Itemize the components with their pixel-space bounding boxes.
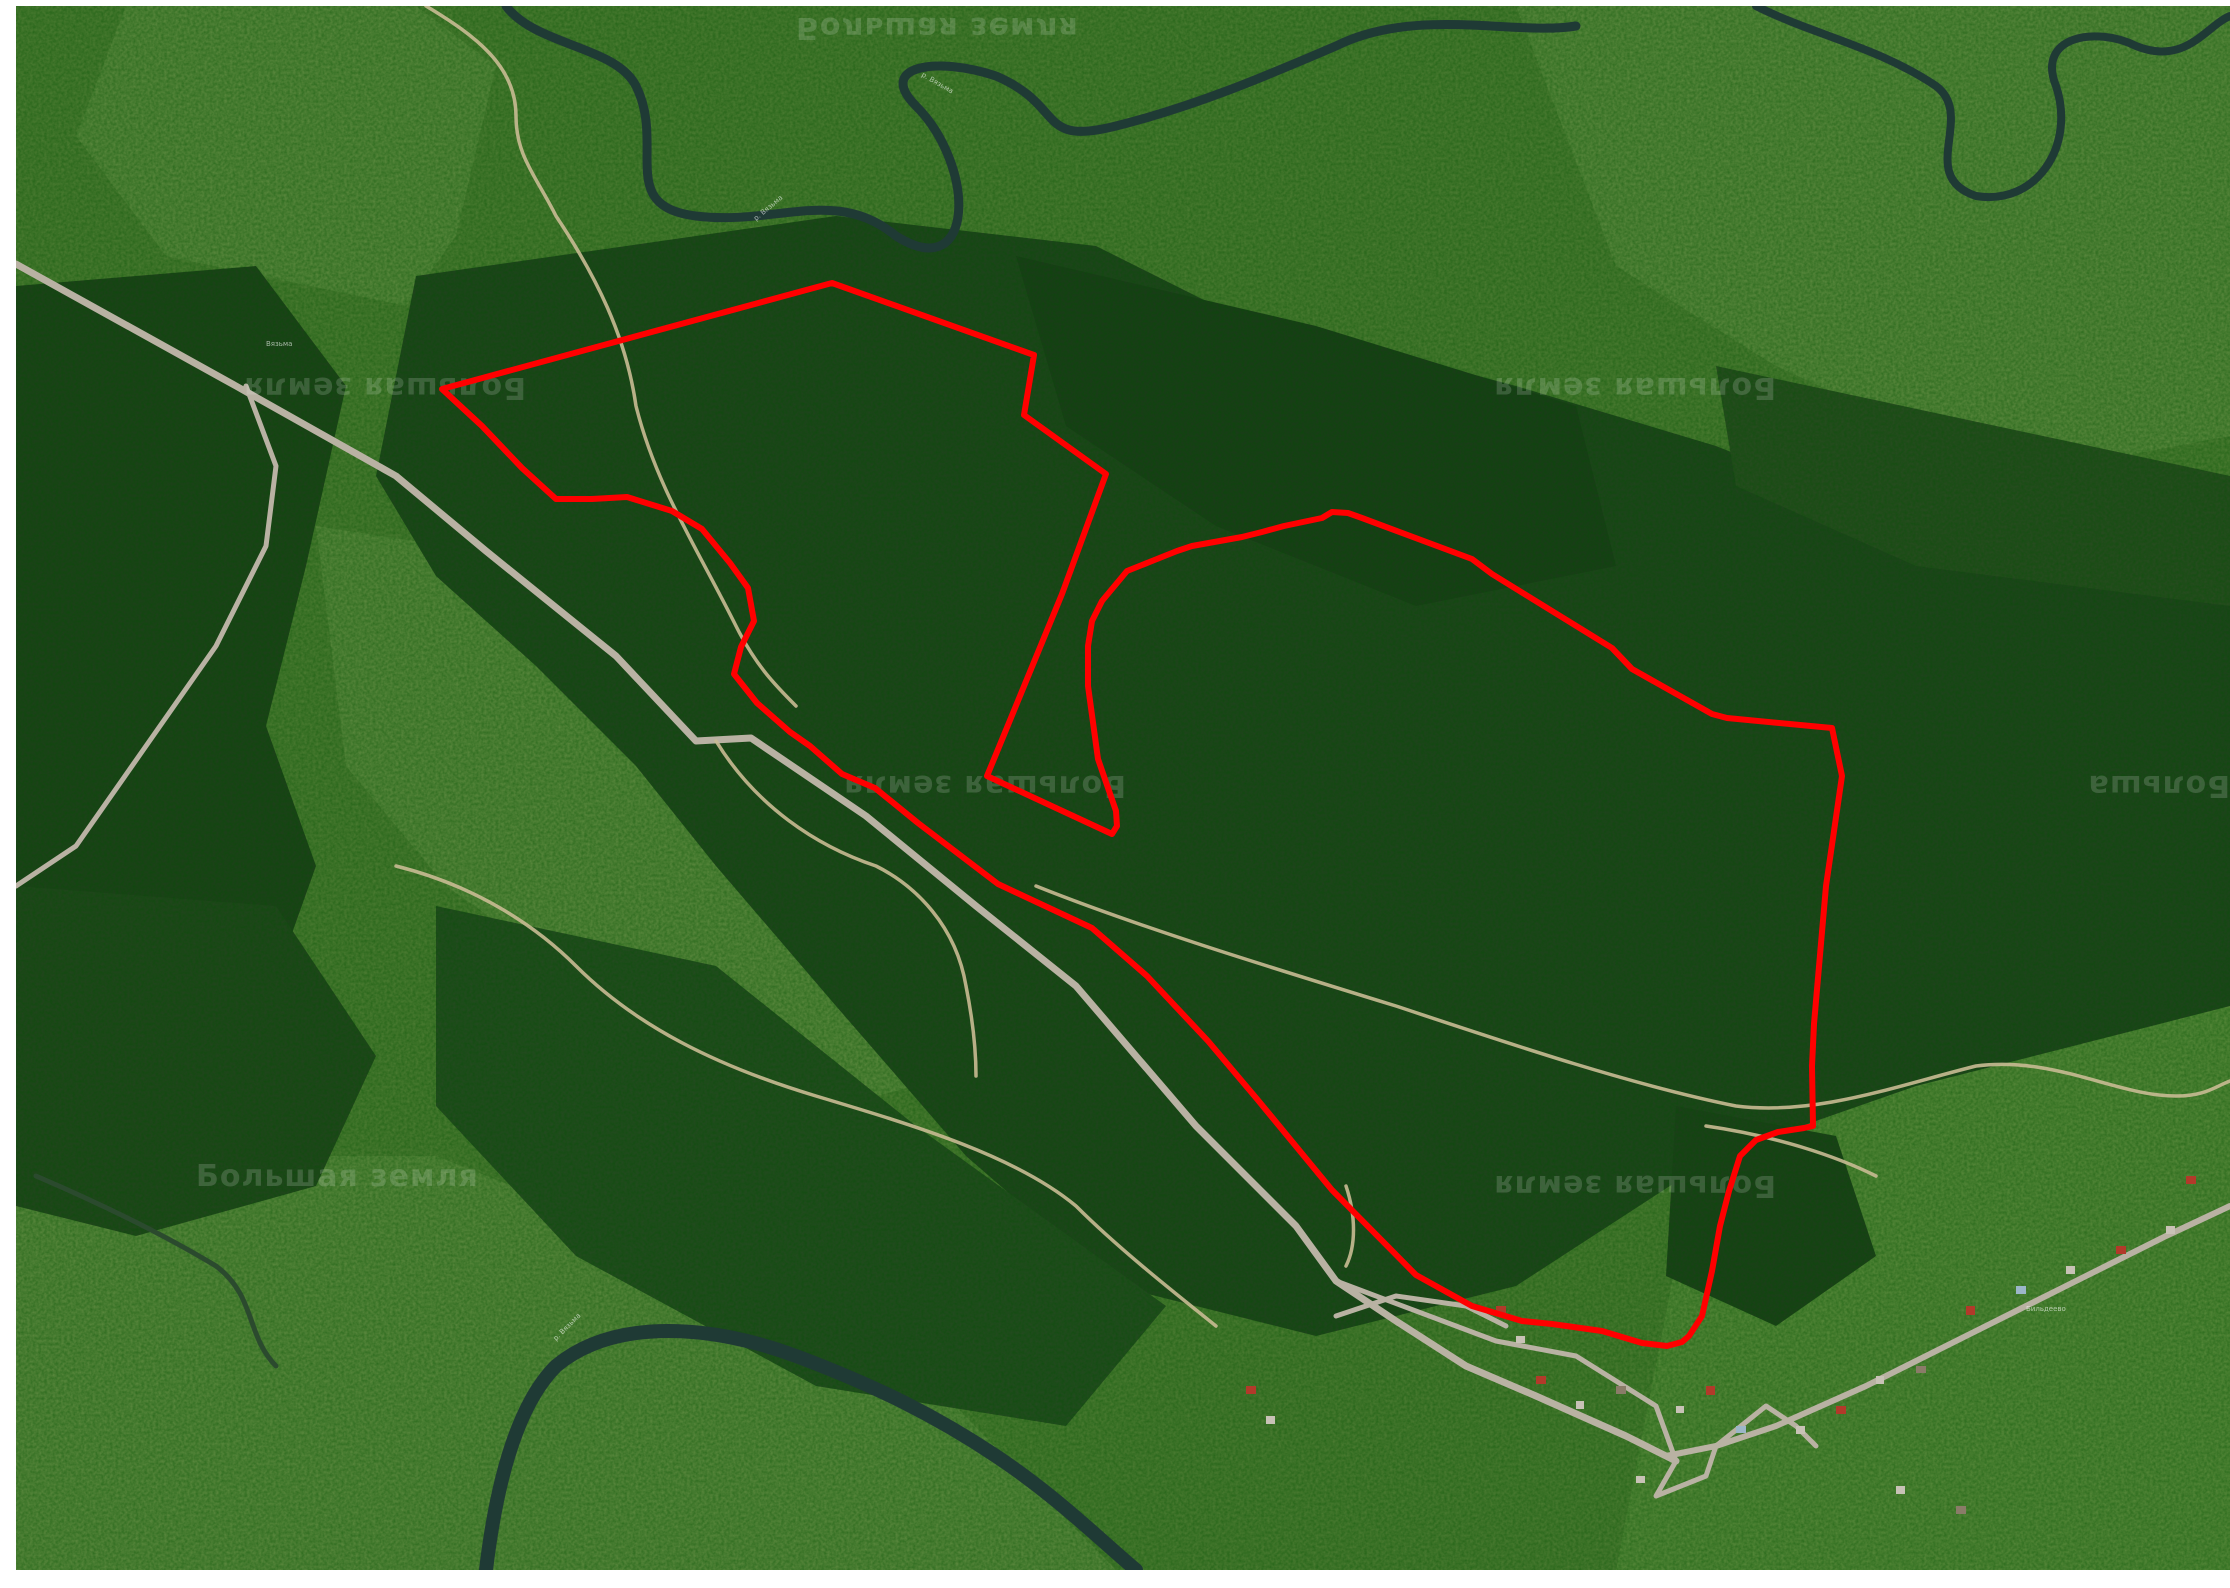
plot-boundaries[interactable]	[439, 280, 1845, 1349]
dirt-paths	[394, 6, 2230, 1328]
rivers	[33, 6, 2230, 1570]
village-houses	[1246, 1176, 2196, 1514]
terrain-texture	[16, 6, 2230, 1570]
watermark-nw: Большая земля	[243, 370, 526, 405]
river-north	[501, 6, 1581, 253]
road-south-village	[1333, 1293, 1509, 1329]
road-village-east	[1663, 1203, 2230, 1459]
field-label: Вязьма	[266, 340, 292, 348]
road-west-branch	[16, 383, 279, 889]
watermark-ne: Большая земля	[1493, 370, 1776, 405]
watermarks: Большая земля Большая земля Большая земл…	[196, 10, 2230, 1203]
road-village-loop	[1333, 1278, 1819, 1499]
river-northeast	[1752, 6, 2230, 202]
main-road	[16, 260, 1680, 1465]
watermark-top: Большая земля	[796, 10, 1079, 45]
village-label: Бильдеево	[2026, 1305, 2066, 1313]
satellite-map[interactable]: Большая земля Большая земля Большая земл…	[16, 6, 2230, 1570]
plot-boundary-west[interactable]	[439, 280, 1845, 1349]
river-south	[479, 1324, 1143, 1570]
river-west	[33, 1173, 279, 1369]
watermark-east: Больша	[2087, 768, 2230, 803]
roads	[16, 260, 2230, 1499]
watermark-sw: Большая земля	[196, 1159, 479, 1194]
